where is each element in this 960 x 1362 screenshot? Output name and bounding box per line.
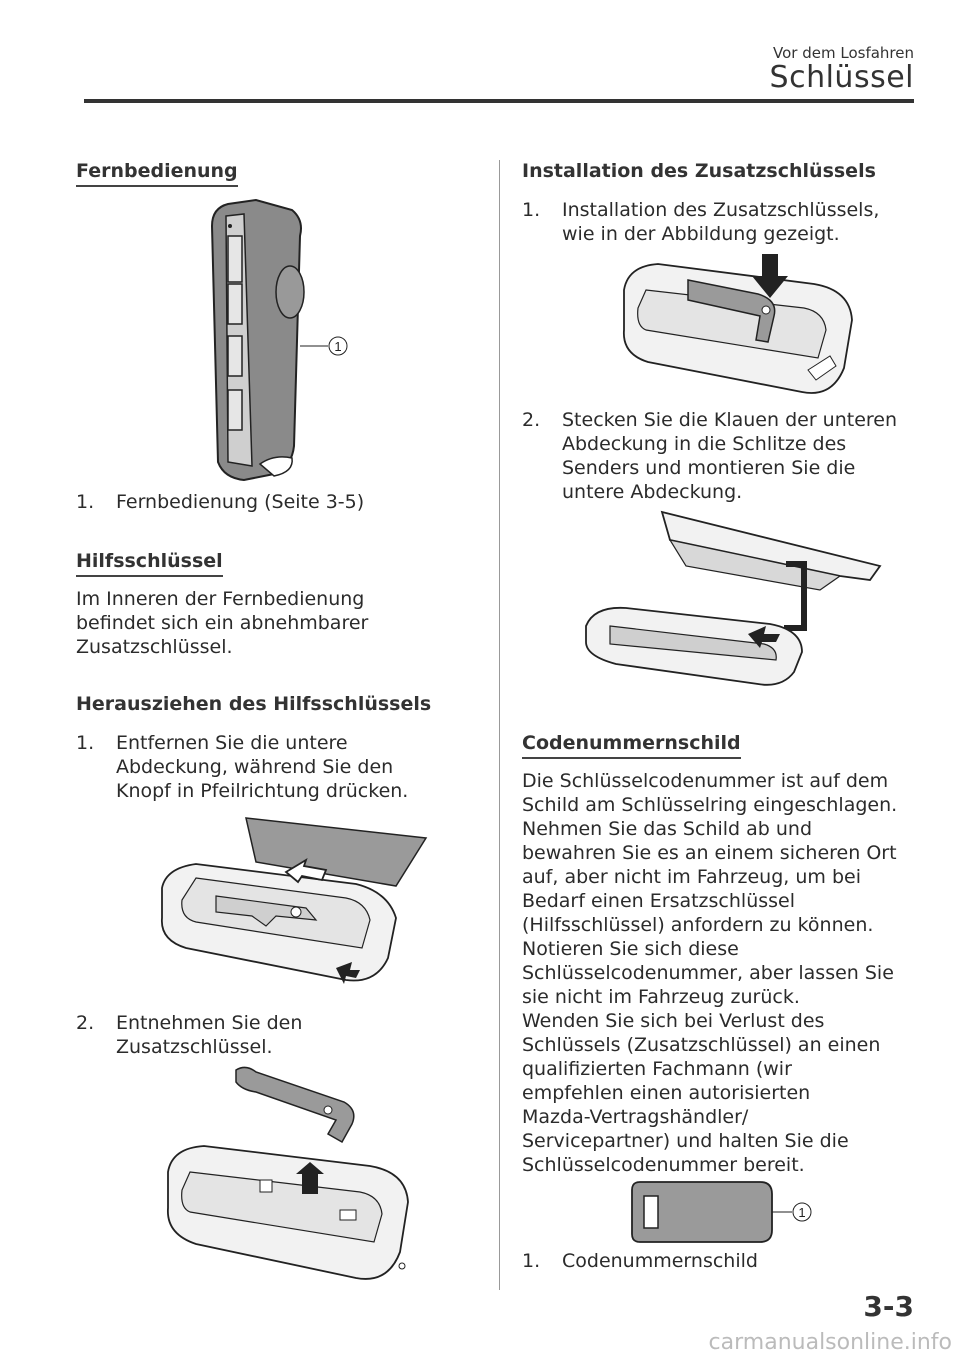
- step-line: Senders und montieren Sie die: [562, 457, 856, 479]
- step-line: Abdeckung in die Schlitze des: [562, 433, 847, 455]
- aux-description: Im Inneren der Fernbedienung befindet si…: [76, 587, 476, 659]
- column-divider: [499, 160, 500, 1290]
- code-line: Wenden Sie sich bei Verlust des: [522, 1010, 825, 1032]
- code-plate-figure: 1: [630, 1180, 820, 1244]
- watermark: carmanualsonline.info: [708, 1330, 952, 1355]
- step-number: 1.: [76, 732, 95, 754]
- step-number: 2.: [522, 409, 541, 431]
- page-number: 3-3: [863, 1290, 914, 1323]
- extract-step-1: 1. Entfernen Sie die untere Abdeckung, w…: [76, 731, 486, 803]
- extract-step-2: 2. Entnehmen Sie den Zusatzschlüssel.: [76, 1011, 476, 1059]
- code-line: Nehmen Sie das Schild ab und: [522, 818, 813, 840]
- remote-caption-number: 1.: [76, 491, 95, 513]
- header-rule: [84, 99, 914, 103]
- code-line: empfehlen einen autorisierten: [522, 1082, 811, 1104]
- code-callout-number: 1: [798, 1205, 805, 1220]
- remote-caption: 1. Fernbedienung (Seite 3-5): [76, 490, 476, 514]
- remote-caption-text: Fernbedienung (Seite 3-5): [116, 491, 365, 513]
- code-line: (Hilfsschlüssel) anfordern zu können.: [522, 914, 874, 936]
- step-number: 2.: [76, 1012, 95, 1034]
- header-section-title: Vor dem Losfahren: [773, 44, 914, 62]
- remove-cover-figure: [156, 808, 436, 1000]
- install-step-1: 1. Installation des Zusatzschlüssels, wi…: [522, 198, 922, 246]
- code-line: Bedarf einen Ersatzschlüssel: [522, 890, 796, 912]
- aux-line: befindet sich ein abnehmbarer: [76, 612, 369, 634]
- step-line: wie in der Abbildung gezeigt.: [562, 223, 840, 245]
- remote-key-figure: 1: [204, 196, 354, 486]
- step-line: Stecken Sie die Klauen der unteren: [562, 409, 898, 431]
- code-line: qualifizierten Fachmann (wir: [522, 1058, 792, 1080]
- install-subtitle: Installation des Zusatzschlüssels: [522, 160, 876, 182]
- code-line: Schlüsselcodenummer, aber lassen Sie: [522, 962, 894, 984]
- code-caption: 1. Codenummernschild: [522, 1249, 922, 1273]
- step-line: untere Abdeckung.: [562, 481, 743, 503]
- code-line: bewahren Sie es an einem sicheren Ort: [522, 842, 897, 864]
- aux-section-title: Hilfsschlüssel: [76, 550, 223, 577]
- install-key-figure: [618, 250, 858, 404]
- step-line: Installation des Zusatzschlüssels,: [562, 199, 880, 221]
- install-step-2: 2. Stecken Sie die Klauen der unteren Ab…: [522, 408, 932, 504]
- code-line: sie nicht im Fahrzeug zurück.: [522, 986, 800, 1008]
- step-line: Entfernen Sie die untere: [116, 732, 348, 754]
- code-line: auf, aber nicht im Fahrzeug, um bei: [522, 866, 861, 888]
- code-section-heading: Codenummernschild: [522, 732, 741, 759]
- code-line: Schild am Schlüsselring eingeschlagen.: [522, 794, 898, 816]
- step-line: Entnehmen Sie den: [116, 1012, 303, 1034]
- remote-section-heading: Fernbedienung: [76, 160, 238, 187]
- aux-line: Zusatzschlüssel.: [76, 636, 233, 658]
- mount-cover-figure: [580, 506, 892, 692]
- install-subheading: Installation des Zusatzschlüssels: [522, 160, 876, 182]
- code-line: Notieren Sie sich diese: [522, 938, 739, 960]
- remote-callout-number: 1: [334, 339, 341, 354]
- aux-section-heading: Hilfsschlüssel: [76, 550, 223, 577]
- code-description: Die Schlüsselcodenummer ist auf dem Schi…: [522, 769, 932, 1177]
- remote-section-title: Fernbedienung: [76, 160, 238, 187]
- aux-line: Im Inneren der Fernbedienung: [76, 588, 365, 610]
- code-caption-number: 1.: [522, 1250, 541, 1272]
- extract-subtitle: Herausziehen des Hilfsschlüssels: [76, 693, 432, 715]
- code-line: Mazda-Vertragshändler/: [522, 1106, 749, 1128]
- take-out-key-figure: [160, 1062, 420, 1298]
- extract-subheading: Herausziehen des Hilfsschlüssels: [76, 693, 431, 715]
- code-line: Die Schlüsselcodenummer ist auf dem: [522, 770, 889, 792]
- step-number: 1.: [522, 199, 541, 221]
- step-line: Knopf in Pfeilrichtung drücken.: [116, 780, 409, 802]
- code-line: Servicepartner) und halten Sie die: [522, 1130, 849, 1152]
- code-line: Schlüssels (Zusatzschlüssel) an einen: [522, 1034, 881, 1056]
- header-chapter-title: Schlüssel: [769, 60, 914, 95]
- step-line: Abdeckung, während Sie den: [116, 756, 394, 778]
- code-line: Schlüsselcodenummer bereit.: [522, 1154, 805, 1176]
- code-caption-text: Codenummernschild: [562, 1250, 758, 1272]
- step-line: Zusatzschlüssel.: [116, 1036, 273, 1058]
- code-section-title: Codenummernschild: [522, 732, 741, 759]
